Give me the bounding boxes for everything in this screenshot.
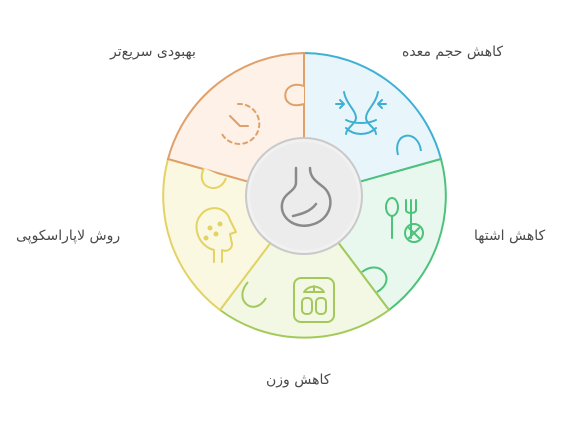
label-recovery: بهبودی سریع‌تر [110,44,196,60]
label-stomach-volume: کاهش حجم معده [402,44,504,60]
label-weight: کاهش وزن [266,372,331,388]
fork-plate-icon [385,197,424,243]
stomach-icon [280,166,332,227]
center-hub [245,137,363,255]
timer-icon [221,102,261,145]
head-profile-icon [195,207,237,263]
waist-measure-icon [335,91,387,135]
label-appetite: کاهش اشتها [474,228,546,244]
puzzle-tabs [200,83,422,308]
scale-icon [293,277,335,323]
label-laparoscopy: روش لاپاراسکوپی [16,228,121,244]
